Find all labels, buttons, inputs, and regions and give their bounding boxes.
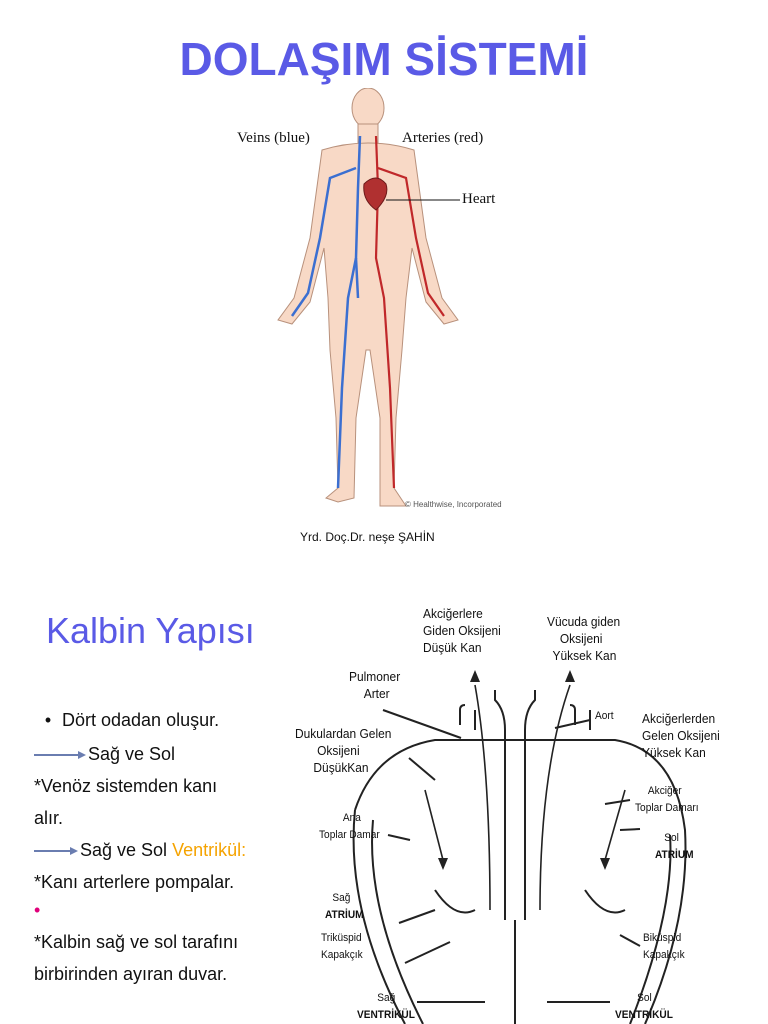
label-heart: Heart: [462, 191, 496, 207]
image-credit: © Healthwise, Incorporated: [405, 500, 502, 509]
slide-circulatory-system: DOLAŞIM SİSTEMİ Veins (blue) Arteries (r…: [179, 33, 589, 544]
list-item: alır.: [34, 808, 64, 828]
list-item: *Venöz sistemden kanı: [34, 776, 218, 796]
author-name: Yrd. Doç.Dr. neşe ŞAHİN: [300, 530, 435, 544]
bullet-dot: •: [44, 710, 52, 730]
label-veins: Veins (blue): [237, 130, 310, 146]
slide-title: Kalbin Yapısı: [46, 610, 255, 651]
label-aorta: Aort: [595, 710, 614, 722]
slide-title: DOLAŞIM SİSTEMİ: [179, 33, 589, 85]
list-item-dot: •: [34, 900, 41, 920]
list-item: Sağ ve Sol Ventrikül:: [34, 840, 246, 861]
slide-heart-structure: Kalbin Yapısı •Dört odadan oluşur. Sağ v…: [0, 570, 768, 1024]
list-item: •Dört odadan oluşur.: [34, 710, 219, 731]
heart-shape: [363, 177, 388, 211]
arrow-right-icon: [34, 847, 78, 856]
list-item: *Kalbin sağ ve sol tarafını: [34, 932, 239, 952]
arrow-right-icon: [34, 751, 86, 760]
list-item: *Kanı arterlere pompalar.: [34, 872, 235, 892]
heart-schematic: [352, 670, 687, 1024]
list-item: Sağ ve Sol: [34, 744, 175, 765]
ventricle-label: Ventrikül:: [172, 840, 247, 860]
label-arteries: Arteries (red): [402, 130, 484, 146]
human-circulation-illustration: [277, 88, 460, 507]
list-item: birbirinden ayıran duvar.: [34, 964, 228, 984]
